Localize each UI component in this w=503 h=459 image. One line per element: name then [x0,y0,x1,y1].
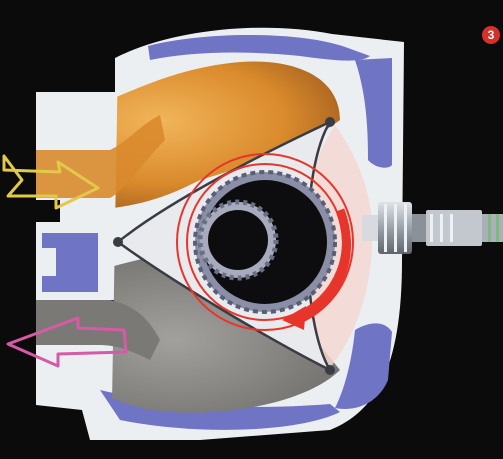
shaft-pinion-gear [200,202,276,278]
apex-seal-top [325,117,335,127]
spark-plug-icon [362,202,503,254]
apex-seal-bottom [325,365,335,375]
step-number-badge: 3 [482,26,500,44]
apex-seal-left [113,237,123,247]
